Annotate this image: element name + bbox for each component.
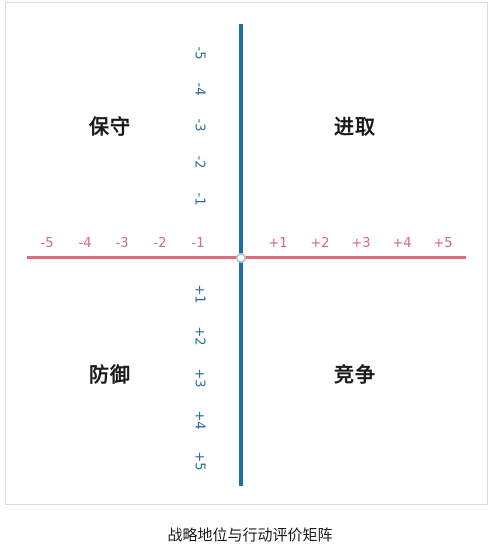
x-tick-label: +5	[433, 236, 453, 251]
x-tick-label: -4	[78, 236, 92, 251]
quadrant-label-competitive: 竞争	[334, 362, 376, 387]
y-tick-label: -2	[191, 155, 207, 169]
x-tick-label: -1	[191, 236, 205, 251]
y-tick-label: +5	[191, 451, 207, 471]
horizontal-axis	[27, 256, 466, 259]
y-tick-label: -5	[191, 46, 207, 60]
x-tick-label: +4	[392, 236, 412, 251]
x-tick-label: -5	[40, 236, 54, 251]
y-tick-label: +2	[191, 326, 207, 346]
y-tick-label: -1	[191, 192, 207, 206]
y-tick-label: +4	[191, 410, 207, 430]
quadrant-label-defensive: 防御	[89, 362, 131, 387]
y-tick-label: -3	[191, 118, 207, 132]
y-tick-label: +1	[191, 284, 207, 304]
x-tick-label: +2	[310, 236, 330, 251]
origin-dot	[236, 253, 246, 263]
figure-caption: 战略地位与行动评价矩阵	[167, 526, 333, 544]
x-tick-label: -3	[115, 236, 129, 251]
x-tick-label: +3	[351, 236, 371, 251]
quadrant-label-conservative: 保守	[89, 114, 131, 139]
x-tick-label: -2	[153, 236, 167, 251]
quadrant-label-aggressive: 进取	[334, 114, 376, 139]
matrix-panel	[5, 2, 488, 505]
y-tick-label: +3	[191, 368, 207, 388]
y-tick-label: -4	[191, 82, 207, 96]
x-tick-label: +1	[268, 236, 288, 251]
